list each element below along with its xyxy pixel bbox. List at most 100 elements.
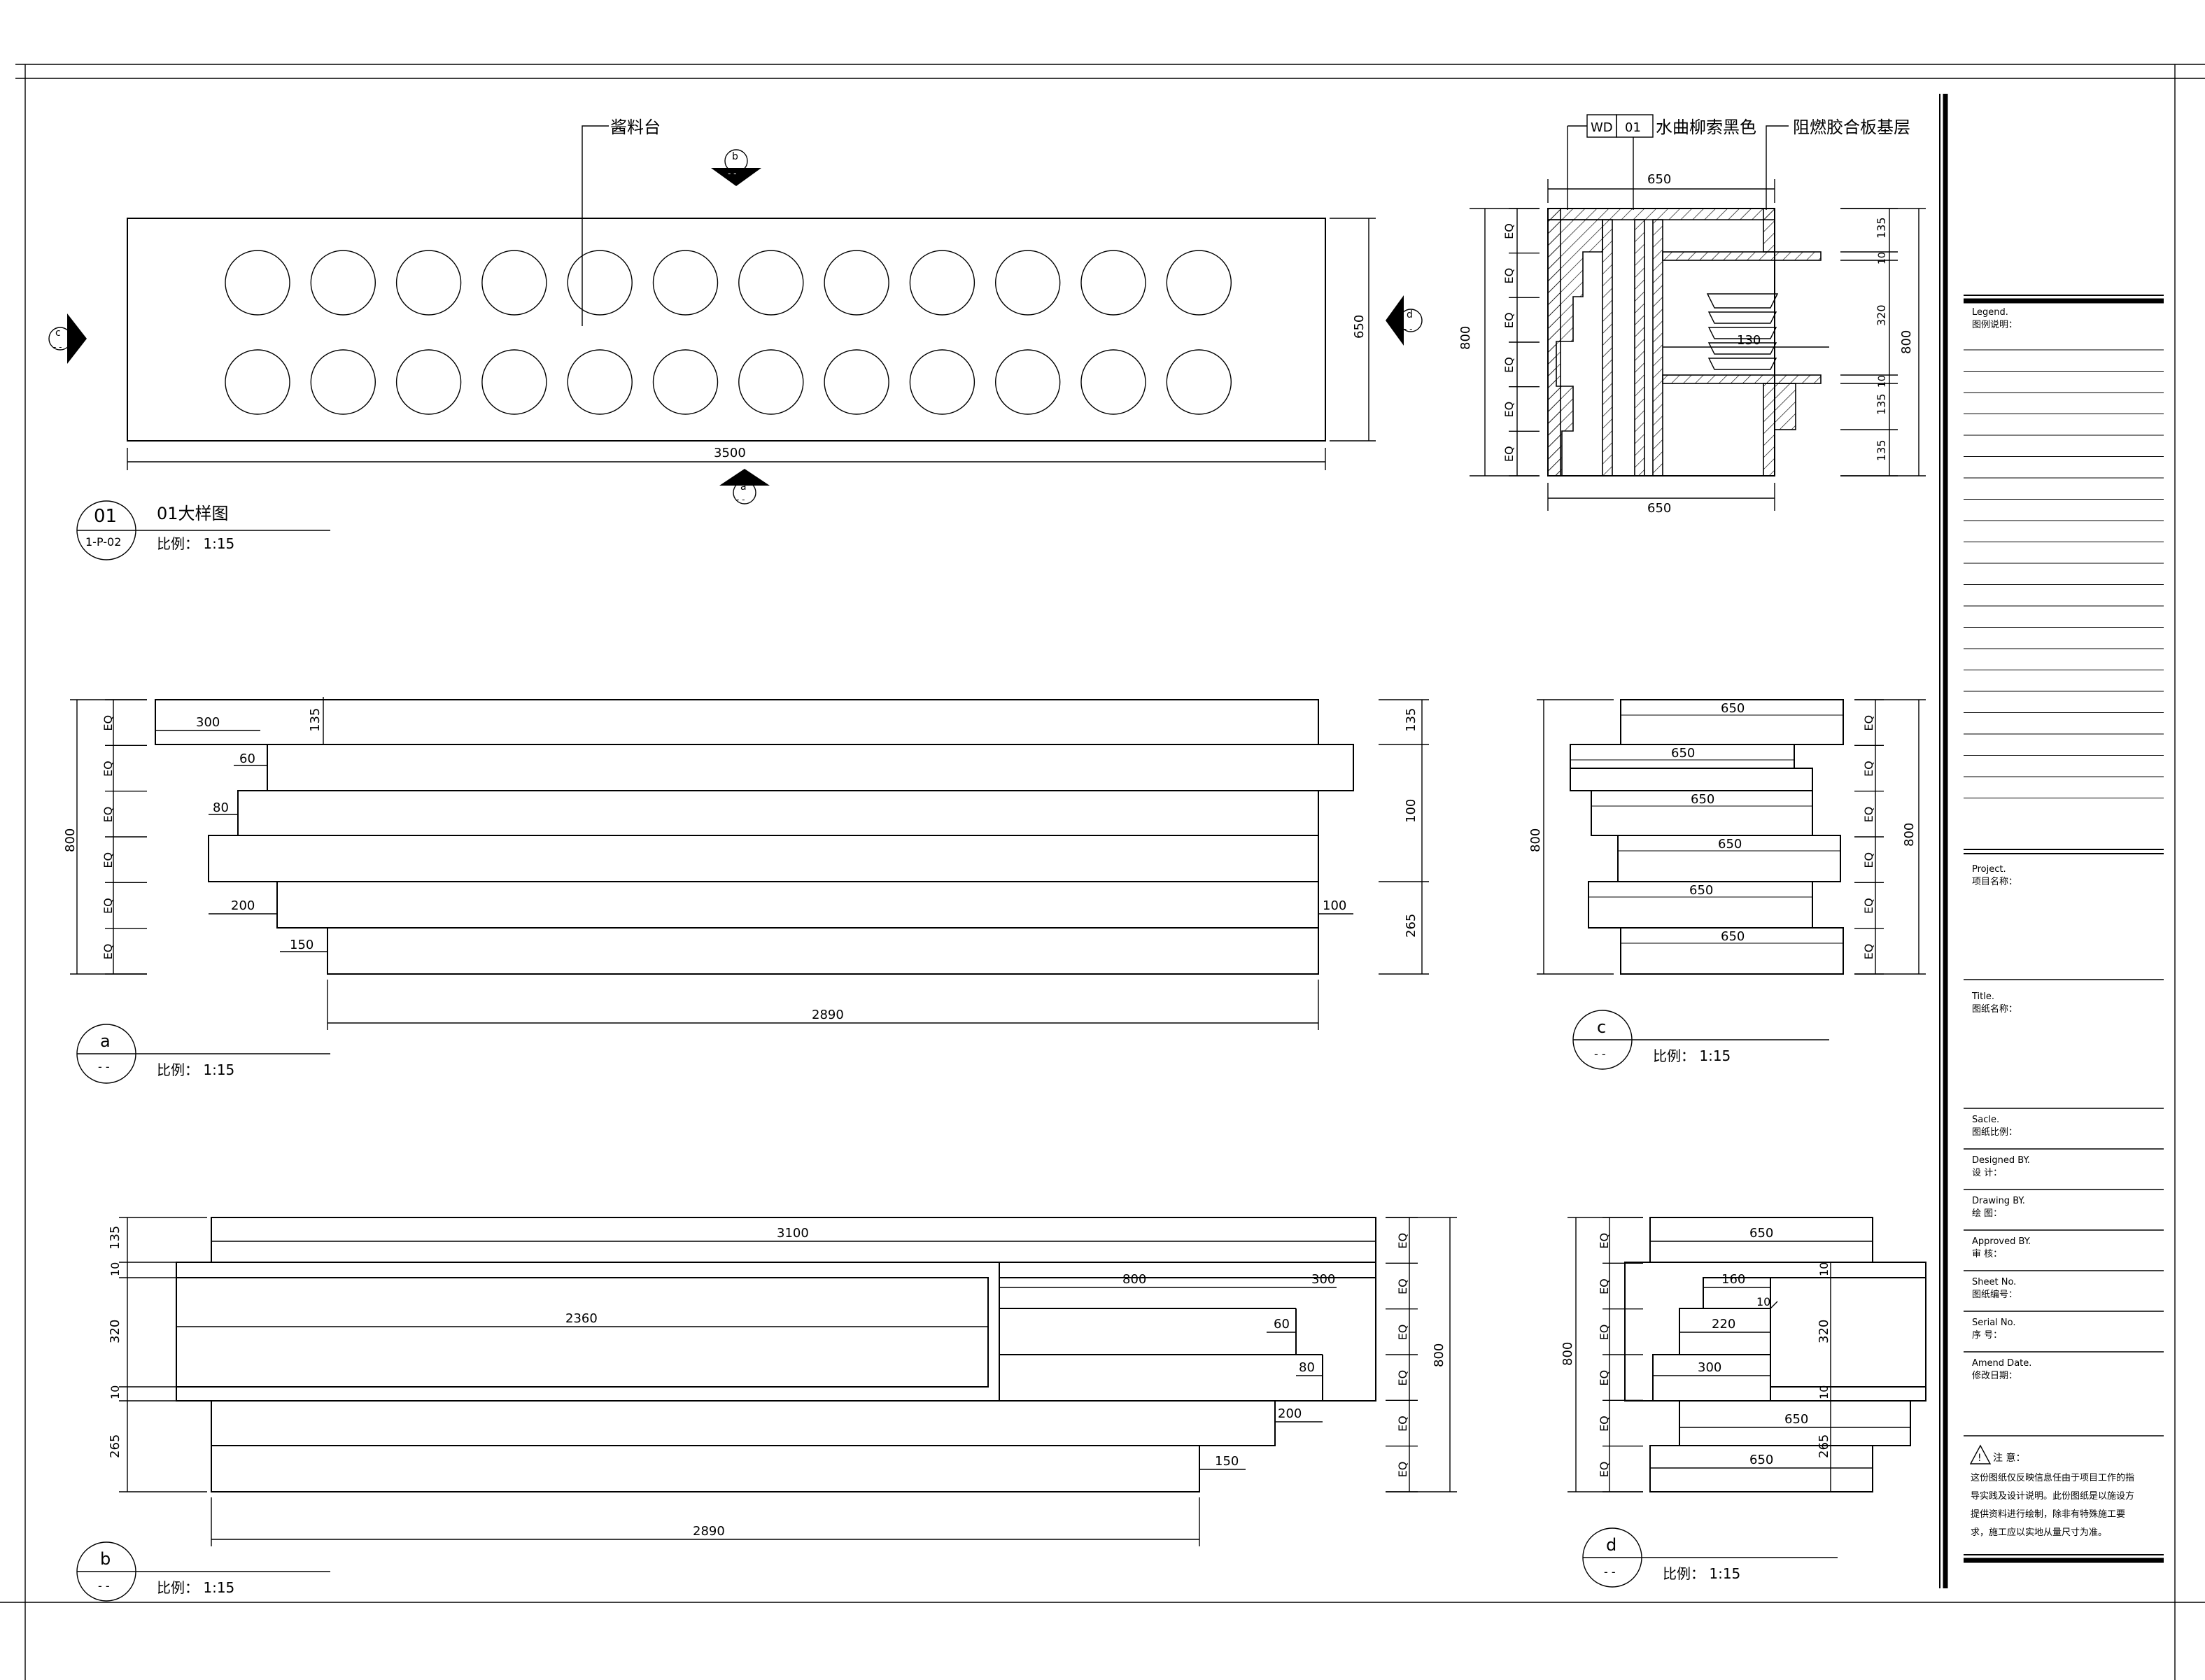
dim-label: EQ — [1598, 1370, 1611, 1386]
svg-text:- -: - - — [736, 495, 745, 504]
dim-label: 135 — [1875, 393, 1888, 415]
elev-d-dim-300: 300 — [1698, 1360, 1721, 1375]
dim-label: EQ — [1396, 1325, 1409, 1341]
dim-label: EQ — [1598, 1416, 1611, 1432]
sauce-hole — [652, 349, 719, 415]
elev-a-dim-60: 60 — [239, 751, 255, 766]
elev-a-left-total: 800 — [63, 828, 78, 852]
project-en: Project. — [1972, 864, 2006, 875]
notice-line-4: 求，施工应以实地从量尺寸为准。 — [1971, 1527, 2107, 1538]
plan-bubble-ref: 1-P-02 — [85, 535, 121, 549]
elev-b-dim-300: 300 — [1311, 1272, 1335, 1287]
svg-text:b: b — [732, 151, 738, 162]
material-name: 水曲柳索黑色 — [1656, 118, 1756, 137]
dim-label: EQ — [1502, 268, 1516, 284]
sauce-hole — [1166, 250, 1232, 316]
dim-label: EQ — [1396, 1233, 1409, 1249]
sauce-hole — [567, 349, 633, 415]
amend-en: Amend Date. — [1972, 1358, 2031, 1369]
dim-label: EQ — [1502, 402, 1516, 418]
serial-en: Serial No. — [1972, 1318, 2016, 1328]
dim-label: 10 — [1877, 375, 1888, 388]
title-cn: 图纸名称： — [1972, 1003, 2017, 1015]
elev-a-title: a - - 比例： 1:15 — [76, 1024, 330, 1084]
section-left-total: 800 — [1458, 326, 1473, 350]
designed-en: Designed BY. — [1972, 1155, 2030, 1166]
notice-title: 注 意： — [1993, 1452, 2025, 1464]
elev-c-right-total: 800 — [1902, 823, 1917, 847]
elev-d-dim-650-mid: 650 — [1784, 1412, 1808, 1427]
dim-label: EQ — [101, 761, 115, 777]
sauce-hole — [481, 349, 547, 415]
svg-text:265: 265 — [1817, 1434, 1831, 1458]
elev-b-title: b - - 比例： 1:15 — [76, 1541, 330, 1602]
elev-d-title: d - - 比例： 1:15 — [1582, 1527, 1838, 1588]
dim-label: EQ — [1502, 446, 1516, 462]
elev-b-dim-2360: 2360 — [565, 1311, 598, 1326]
plan-view: 酱料台 3500 650 b - - c - - d - - — [48, 118, 1423, 560]
title-block: Legend. 图例说明： Project. 项目名称： Title. 图纸名称… — [1939, 94, 2164, 1588]
elev-c-left-total: 800 — [1528, 828, 1543, 852]
dim-label: EQ — [1598, 1462, 1611, 1478]
plan-bubble-num: 01 — [94, 506, 117, 527]
svg-text:10: 10 — [108, 1385, 122, 1399]
dim-label: EQ — [1396, 1370, 1409, 1386]
section-inner-dim: 130 — [1737, 333, 1761, 348]
sauce-hole — [824, 349, 889, 415]
svg-text:- -: - - — [53, 342, 62, 352]
dim-label: EQ — [1862, 898, 1875, 914]
dim-label: 135 — [1875, 217, 1888, 239]
elev-d-left-total: 800 — [1561, 1342, 1575, 1366]
dim-label: EQ — [1396, 1278, 1409, 1294]
dim-label: 650 — [1671, 746, 1695, 761]
legend-lines — [1964, 349, 2164, 798]
sheet-border — [0, 64, 2205, 1680]
elev-b-left-dims: 135 10 320 10 265 — [108, 1217, 207, 1492]
svg-text:- -: - - — [1404, 324, 1412, 334]
section-mark-d: d - - — [1386, 295, 1423, 346]
elev-b-dim-150: 150 — [1215, 1454, 1239, 1469]
dim-label: EQ — [101, 898, 115, 914]
dim-label: 135 — [1875, 439, 1888, 461]
dim-label: EQ — [1502, 223, 1516, 239]
section-view: WD 01 水曲柳索黑色 阻燃胶合板基层 650 — [1458, 114, 1926, 516]
plate-stack-icon — [1706, 293, 1779, 370]
svg-text:- -: - - — [98, 1579, 110, 1593]
elevation-a: 300 135 60 80 200 150 100 2890 EQEQEQEQE… — [63, 697, 1429, 1084]
sauce-hole — [395, 349, 462, 415]
notice-line-2: 导实践及设计说明。此份图纸是以施设方 — [1971, 1490, 2134, 1502]
dim-label: EQ — [1598, 1278, 1611, 1294]
sauce-hole — [225, 349, 290, 415]
scale-en: Sacle. — [1972, 1115, 1999, 1125]
sauce-hole — [1080, 349, 1146, 415]
sauce-hole — [652, 250, 719, 316]
plan-title-block: 01 1-P-02 01大样图 比例： 1:15 — [76, 500, 330, 560]
elevation-b: 3100 2360 800 300 60 80 200 150 2890 135… — [76, 1217, 1457, 1602]
base-layer: 阻燃胶合板基层 — [1793, 118, 1910, 137]
svg-text:a: a — [740, 481, 747, 493]
svg-text:- -: - - — [1594, 1047, 1606, 1061]
counter-outline — [127, 218, 1326, 442]
dim-label: EQ — [101, 944, 115, 960]
plan-scale: 比例： 1:15 — [157, 535, 234, 552]
material-num: 01 — [1625, 120, 1641, 135]
serial-cn: 序 号： — [1972, 1330, 2002, 1341]
plan-title: 01大样图 — [157, 504, 229, 523]
dim-label: EQ — [1862, 761, 1875, 777]
svg-text:265: 265 — [108, 1434, 122, 1458]
elev-a-dim-200: 200 — [231, 898, 255, 913]
svg-text:比例： 1:15: 比例： 1:15 — [157, 1579, 234, 1596]
dim-label: EQ — [1862, 807, 1875, 823]
sauce-hole — [1166, 349, 1232, 415]
elev-b-dim-200: 200 — [1278, 1406, 1302, 1421]
designed-cn: 设 计： — [1972, 1168, 2002, 1178]
elev-d-dim-160: 160 — [1721, 1272, 1745, 1287]
elev-b-dim-2890: 2890 — [693, 1524, 725, 1539]
elev-b-dim-60: 60 — [1274, 1317, 1290, 1332]
elev-d-right-dims: 10 320 10 265 — [1817, 1262, 1839, 1492]
svg-text:c: c — [1597, 1017, 1606, 1037]
